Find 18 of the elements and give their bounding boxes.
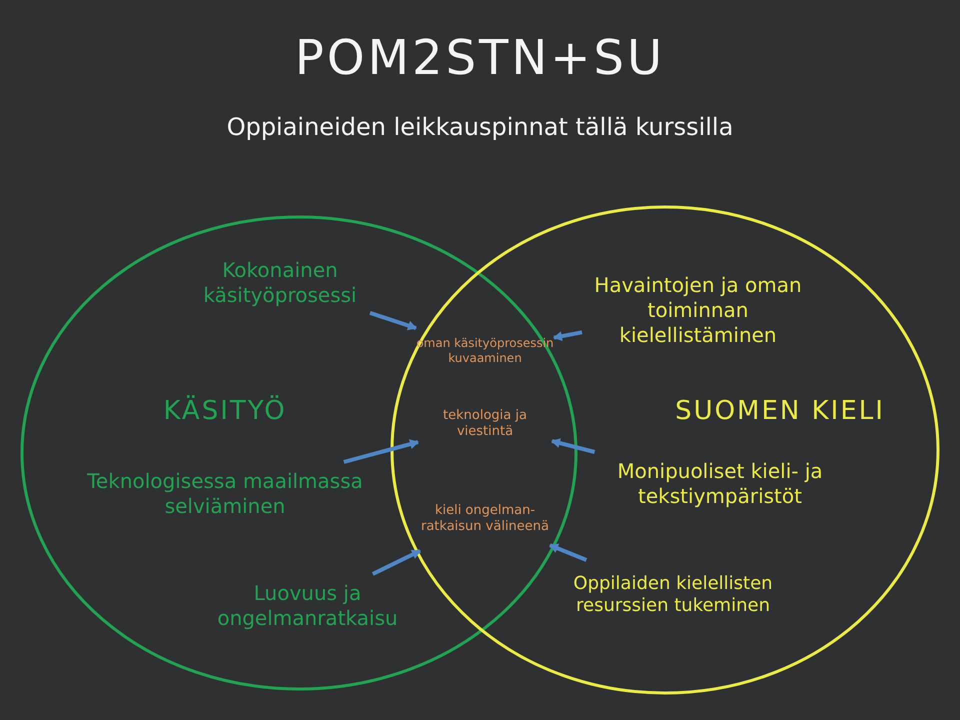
subtitle: Oppiaineiden leikkauspinnat tällä kurssilla [226, 112, 734, 142]
topic-text: Monipuoliset kieli- ja tekstiympäristöt [592, 452, 848, 516]
topic-text: Luovuus ja ongelmanratkaisu [195, 574, 420, 638]
arrow [553, 330, 582, 342]
circle-label: KÄSITYÖ [162, 395, 288, 428]
arrow [549, 543, 588, 562]
overlap-text: kieli ongelman-ratkaisun välineenä [420, 474, 550, 564]
topic-text: Teknologisessa maailmassa selviäminen [65, 462, 385, 526]
overlap-text: teknologia ja viestintä [418, 402, 552, 446]
arrow [372, 549, 421, 576]
topic-text: Havaintojen ja oman toiminnan kielellistäminen [582, 262, 814, 358]
circle-label: SUOMEN KIELI [674, 395, 886, 428]
slide-title: POM2STN+SU [294, 29, 666, 88]
arrow [343, 439, 419, 464]
arrow [551, 438, 596, 454]
topic-text: Kokonainen käsityöprosessi [190, 251, 370, 315]
arrow [369, 310, 417, 330]
topic-text: Oppilaiden kielellisten resurssien tukeminen [548, 560, 798, 630]
